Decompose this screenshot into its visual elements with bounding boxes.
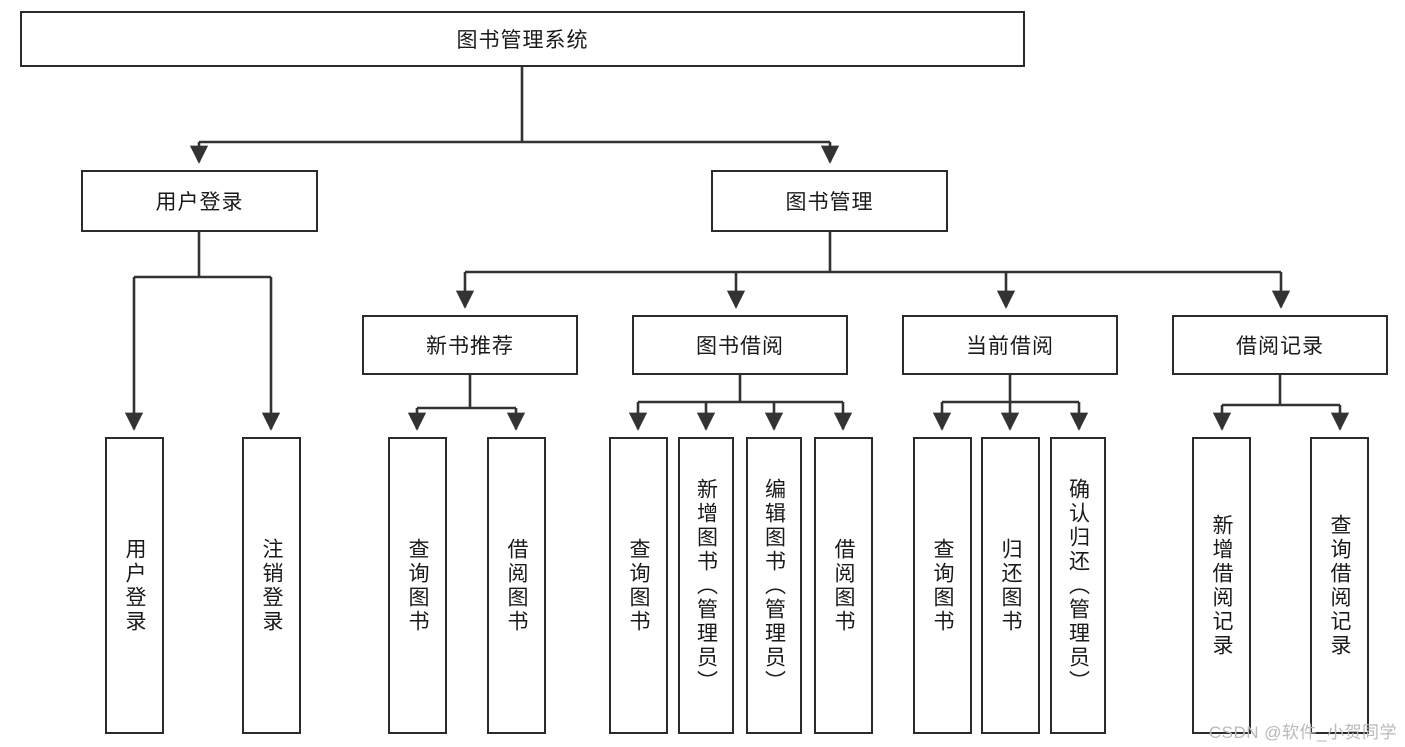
- leaf-book-borrow-add-book[interactable]: 新增图书（管理员）: [678, 437, 734, 734]
- node-label: 新书推荐: [426, 335, 514, 358]
- node-current-borrow[interactable]: 当前借阅: [902, 315, 1118, 375]
- node-user-login[interactable]: 用户登录: [81, 170, 318, 232]
- node-label: 图书管理: [785, 191, 874, 214]
- node-label: 用户登录: [123, 537, 146, 634]
- node-label: 查询借阅记录: [1328, 513, 1351, 658]
- node-borrow-record[interactable]: 借阅记录: [1172, 315, 1388, 375]
- node-label: 确认归还（管理员）: [1066, 477, 1090, 694]
- leaf-user-login-logout[interactable]: 注销登录: [242, 437, 301, 734]
- csdn-watermark: CSDN @软件_小贺同学: [1208, 723, 1397, 742]
- node-label: 借阅记录: [1236, 335, 1324, 358]
- leaf-borrow-record-add-record[interactable]: 新增借阅记录: [1192, 437, 1251, 734]
- leaf-borrow-record-query-record[interactable]: 查询借阅记录: [1310, 437, 1369, 734]
- node-label: 图书管理系统: [456, 29, 589, 52]
- leaf-new-book-query-book[interactable]: 查询图书: [388, 437, 447, 734]
- node-new-book-recommend[interactable]: 新书推荐: [362, 315, 578, 375]
- node-book-management[interactable]: 图书管理: [711, 170, 948, 232]
- leaf-book-borrow-edit-book[interactable]: 编辑图书（管理员）: [746, 437, 802, 734]
- node-book-borrow[interactable]: 图书借阅: [632, 315, 848, 375]
- node-root-book-management-system[interactable]: 图书管理系统: [20, 11, 1025, 67]
- leaf-new-book-borrow-book[interactable]: 借阅图书: [487, 437, 546, 734]
- leaf-book-borrow-query-book[interactable]: 查询图书: [609, 437, 668, 734]
- node-label: 查询图书: [627, 537, 650, 634]
- node-label: 编辑图书（管理员）: [762, 477, 786, 694]
- node-label: 查询图书: [406, 537, 429, 634]
- leaf-user-login-login[interactable]: 用户登录: [105, 437, 164, 734]
- leaf-current-borrow-confirm-return[interactable]: 确认归还（管理员）: [1050, 437, 1106, 734]
- leaf-current-borrow-query-book[interactable]: 查询图书: [913, 437, 972, 734]
- node-label: 借阅图书: [832, 537, 855, 634]
- node-label: 图书借阅: [696, 335, 784, 358]
- node-label: 新增借阅记录: [1210, 513, 1233, 658]
- node-label: 归还图书: [999, 537, 1022, 634]
- node-label: 新增图书（管理员）: [694, 477, 718, 694]
- node-label: 借阅图书: [505, 537, 528, 634]
- leaf-book-borrow-borrow-book[interactable]: 借阅图书: [814, 437, 873, 734]
- node-label: 当前借阅: [966, 335, 1054, 358]
- leaf-current-borrow-return-book[interactable]: 归还图书: [981, 437, 1040, 734]
- node-label: 用户登录: [155, 191, 244, 214]
- node-label: 注销登录: [260, 537, 283, 634]
- node-label: 查询图书: [931, 537, 954, 634]
